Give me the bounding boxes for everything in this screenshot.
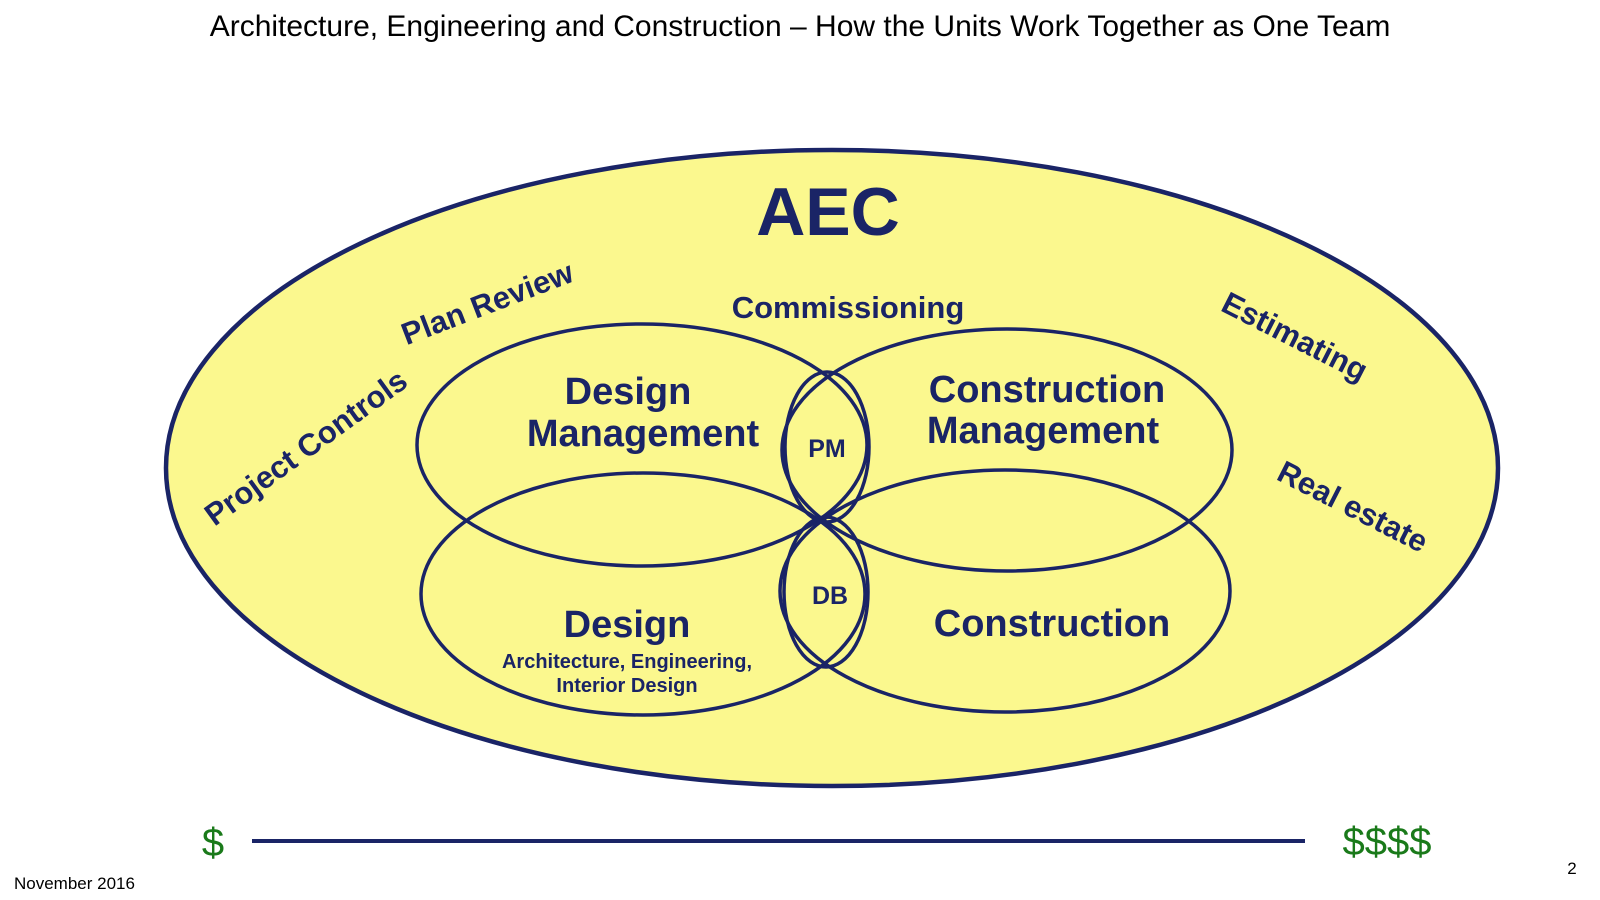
db-label: DB — [812, 582, 848, 610]
footer-date: November 2016 — [14, 874, 135, 893]
design-management-ellipse — [415, 322, 869, 568]
construction-management-label-line1: Construction — [929, 369, 1165, 411]
db-overlap-ellipse — [782, 515, 870, 669]
commissioning-label: Commissioning — [732, 290, 965, 325]
pm-label: PM — [808, 435, 846, 463]
design-management-label-line2: Management — [527, 413, 760, 455]
construction-label: Construction — [934, 603, 1170, 645]
construction-management-label-line2: Management — [927, 410, 1160, 452]
cost-high-label: $$$$ — [1343, 820, 1432, 864]
cost-low-label: $ — [202, 821, 224, 865]
design-sub-line1: Architecture, Engineering, — [502, 651, 752, 673]
page-number: 2 — [1567, 859, 1576, 878]
construction-ellipse — [778, 468, 1232, 714]
aec-outer-ellipse — [163, 147, 1501, 789]
design-sub-line2: Interior Design — [556, 675, 697, 697]
pm-overlap-ellipse — [783, 370, 871, 524]
aec-label: AEC — [756, 174, 900, 250]
slide-title: Architecture, Engineering and Constructi… — [210, 10, 1391, 43]
construction-management-ellipse — [780, 327, 1234, 573]
design-ellipse — [419, 471, 867, 717]
design-label: Design — [564, 604, 691, 646]
design-management-label-line1: Design — [565, 371, 692, 413]
